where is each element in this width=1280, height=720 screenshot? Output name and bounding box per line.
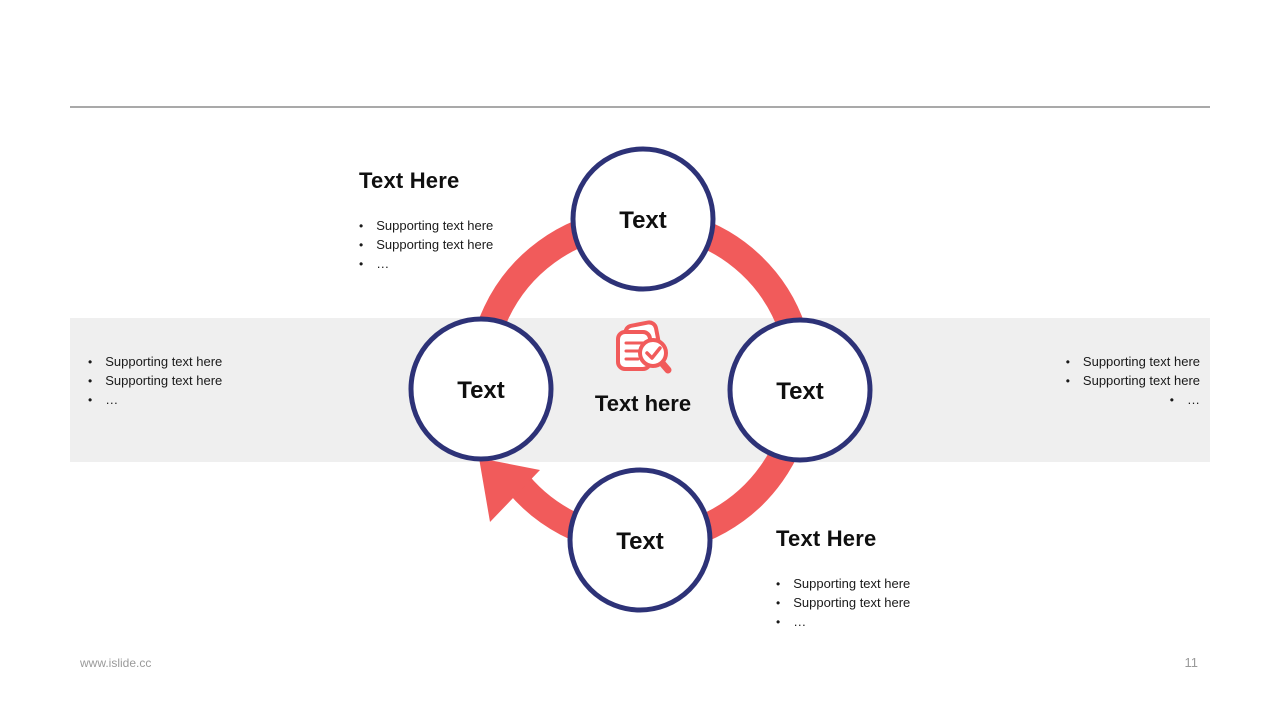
bullet-marker: • <box>776 615 781 629</box>
bullet-marker: • <box>1065 355 1070 369</box>
bullet-text: Supporting text here <box>1082 354 1200 369</box>
bullet-text: Supporting text here <box>376 218 494 233</box>
bullet-item: • Supporting text here <box>1066 371 1200 390</box>
bullet-list: • Supporting text here • Supporting text… <box>776 574 910 631</box>
bullet-marker: • <box>359 257 364 271</box>
bullet-text: Supporting text here <box>376 237 494 252</box>
section-top-left: Text Here • Supporting text here • Suppo… <box>359 168 493 273</box>
footer-url: www.islide.cc <box>80 656 152 670</box>
top-divider-line <box>70 106 1210 108</box>
bullet-list: • Supporting text here • Supporting text… <box>1066 352 1200 409</box>
bullet-text: … <box>1187 392 1200 407</box>
bullet-marker: • <box>776 596 781 610</box>
node-label-top: Text <box>619 207 667 234</box>
bullet-text: Supporting text here <box>793 595 911 610</box>
bullet-text: Supporting text here <box>1082 373 1200 388</box>
section-left-band: • Supporting text here • Supporting text… <box>88 352 222 409</box>
bullet-list: • Supporting text here • Supporting text… <box>359 216 493 273</box>
bullet-item: • Supporting text here <box>776 593 910 612</box>
cycle-arrowhead <box>479 458 540 522</box>
bullet-marker: • <box>359 219 364 233</box>
center-label: Text here <box>594 391 692 416</box>
bullet-marker: • <box>1169 393 1174 407</box>
bullet-marker: • <box>359 238 364 252</box>
bullet-text: … <box>105 392 119 407</box>
bullet-marker: • <box>88 374 93 388</box>
bullet-list: • Supporting text here • Supporting text… <box>88 352 222 409</box>
page-number: 11 <box>1184 655 1199 670</box>
section-bottom-right: Text Here • Supporting text here • Suppo… <box>776 526 910 631</box>
section-right-band: • Supporting text here • Supporting text… <box>1066 352 1200 409</box>
bullet-text: … <box>793 614 807 629</box>
bullet-text: Supporting text here <box>105 373 223 388</box>
bullet-marker: • <box>776 577 781 591</box>
node-circle-top <box>570 146 716 292</box>
bullet-text: Supporting text here <box>793 576 911 591</box>
section-title: Text Here <box>776 526 877 551</box>
node-circle-bottom <box>567 467 713 613</box>
bullet-item: • Supporting text here <box>88 352 222 371</box>
bullet-item: • … <box>776 612 910 631</box>
bullet-item: • … <box>359 254 493 273</box>
bullet-item: • Supporting text here <box>359 235 493 254</box>
bullet-item: • … <box>1066 390 1200 409</box>
bullet-item: • … <box>88 390 222 409</box>
section-title: Text Here <box>359 168 460 193</box>
bullet-marker: • <box>88 355 93 369</box>
bullet-marker: • <box>1065 374 1070 388</box>
bullet-text: Supporting text here <box>105 354 223 369</box>
gray-band <box>70 318 1210 462</box>
bullet-item: • Supporting text here <box>1066 352 1200 371</box>
bullet-item: • Supporting text here <box>359 216 493 235</box>
bullet-marker: • <box>88 393 93 407</box>
bullet-text: … <box>376 256 390 271</box>
bullet-item: • Supporting text here <box>776 574 910 593</box>
node-label-bottom: Text <box>616 528 664 555</box>
bullet-item: • Supporting text here <box>88 371 222 390</box>
